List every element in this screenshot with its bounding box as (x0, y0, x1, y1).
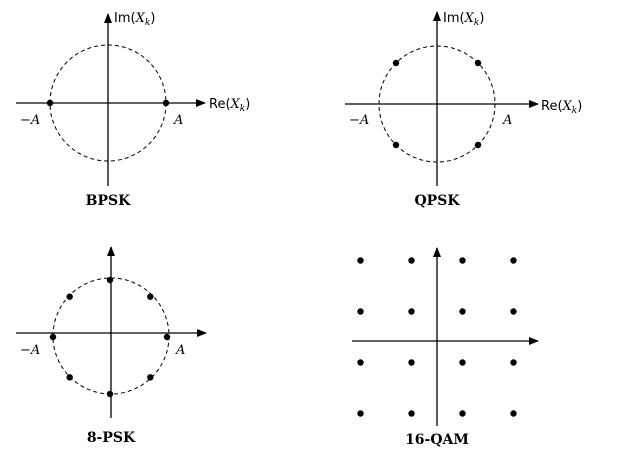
constellation-point (510, 410, 517, 417)
neg-amplitude-label: −A (349, 113, 369, 128)
re-axis-label: Re(Xk) (541, 99, 582, 116)
panel-8psk: −A A 8-PSK (16, 246, 207, 446)
constellation-point (357, 308, 364, 315)
re-axis-label: Re(Xk) (209, 97, 250, 114)
constellation-point (408, 410, 415, 417)
panel-qpsk: Im(Xk) Re(Xk) −A A QPSK (345, 11, 582, 209)
constellation-point (459, 257, 466, 264)
panel-title: BPSK (86, 193, 131, 209)
constellation-point (163, 333, 171, 341)
constellation-point (147, 293, 154, 300)
constellation-point (357, 257, 364, 264)
panel-bpsk: Im(Xk) Re(Xk) −A A BPSK (16, 11, 250, 209)
constellation-point (106, 390, 114, 398)
constellation-point (510, 308, 517, 315)
constellation-point (357, 359, 364, 366)
constellation-point (510, 359, 517, 366)
im-axis-label: Im(Xk) (443, 11, 484, 28)
constellation-point (459, 308, 466, 315)
constellation-point (392, 141, 400, 149)
constellation-point (474, 59, 482, 67)
panel-title: QPSK (414, 193, 460, 209)
constellation-point (66, 374, 73, 381)
constellation-point (392, 59, 400, 67)
pos-amplitude-label: A (175, 343, 185, 358)
constellation-point (106, 276, 114, 284)
neg-amplitude-label: −A (20, 113, 40, 128)
constellation-point (408, 308, 415, 315)
constellation-points (46, 99, 170, 107)
constellation-point (459, 359, 466, 366)
im-axis-label: Im(Xk) (114, 11, 155, 28)
pos-amplitude-label: A (502, 113, 512, 128)
neg-amplitude-label: −A (20, 343, 40, 358)
constellation-point (474, 141, 482, 149)
panel-title: 8-PSK (87, 430, 136, 446)
constellation-point (66, 293, 73, 300)
constellation-points (49, 276, 171, 398)
constellation-point (49, 333, 57, 341)
panel-16qam: 16-QAM (352, 247, 539, 448)
constellation-points (392, 59, 482, 149)
constellation-point (459, 410, 466, 417)
pos-amplitude-label: A (173, 113, 183, 128)
constellation-points (357, 257, 517, 417)
constellation-point (46, 99, 54, 107)
constellation-point (408, 257, 415, 264)
constellation-point (147, 374, 154, 381)
panel-title: 16-QAM (405, 432, 469, 448)
constellation-point (162, 99, 170, 107)
constellation-point (408, 359, 415, 366)
constellation-point (357, 410, 364, 417)
constellation-point (510, 257, 517, 264)
